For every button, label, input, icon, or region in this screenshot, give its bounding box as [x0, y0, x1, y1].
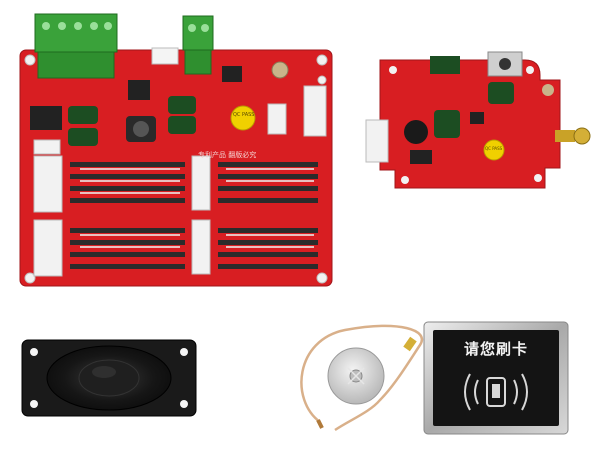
nfc-phone-icon [464, 373, 528, 411]
qc-pass-small-label: QC PASS [485, 146, 503, 151]
card-reader-prompt: 请您刷卡 [463, 340, 528, 358]
card-reader-panel [423, 321, 569, 435]
patent-label: 专利产品 翻版必究 [198, 151, 257, 159]
speaker [21, 339, 197, 417]
antenna-cable [300, 324, 423, 432]
large-control-board [19, 13, 333, 287]
small-wireless-board [365, 51, 591, 189]
qc-pass-label: QC PASS [233, 112, 255, 118]
